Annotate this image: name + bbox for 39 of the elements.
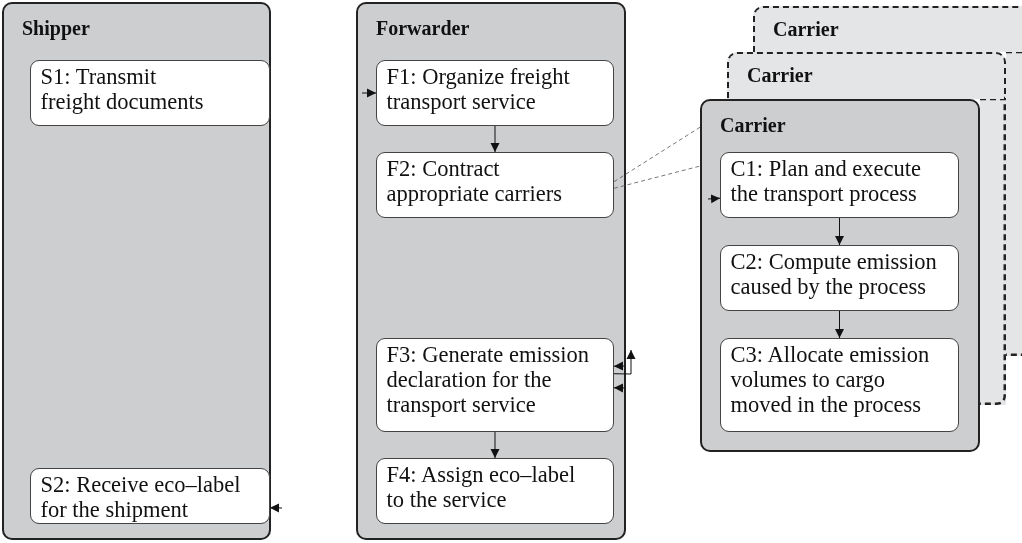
process-box	[29, 467, 270, 524]
swimlane	[700, 99, 980, 452]
step-text: S1: Transmit freight documents	[40, 63, 205, 114]
lane-title: Carrier	[720, 114, 786, 137]
arrow	[613, 349, 636, 375]
step-text: C2: Compute emission caused by the process	[730, 248, 938, 299]
dashed-connector	[613, 165, 701, 189]
step-text: C3: Allocate emission volumes to cargo moved in the process	[730, 341, 931, 418]
arrow	[707, 194, 721, 204]
arrow	[490, 431, 500, 459]
step-text: F1: Organize freight transport service	[386, 63, 571, 114]
process-box	[29, 59, 270, 126]
process-box	[719, 337, 959, 432]
arrow	[613, 383, 626, 393]
process-box	[375, 151, 614, 218]
step-text: S2: Receive eco‒label for the shipment	[40, 471, 242, 522]
process-box	[375, 457, 614, 524]
arrow	[613, 361, 626, 371]
arrow	[269, 503, 283, 513]
lane-title: Carrier	[773, 18, 839, 41]
arrow	[361, 88, 377, 98]
dashed-swimlane	[753, 6, 1022, 52]
step-text: F3: Generate emission declaration for the transport service	[386, 341, 590, 418]
process-box	[719, 151, 959, 218]
swimlane	[356, 2, 626, 540]
dashed-connector	[613, 126, 701, 183]
arrow	[835, 310, 844, 339]
process-box	[375, 59, 614, 126]
step-text: F2: Contract appropriate carriers	[386, 155, 564, 206]
swimlane	[2, 2, 271, 540]
lane-title: Carrier	[747, 64, 813, 87]
arrow	[835, 217, 844, 246]
step-text: F4: Assign eco‒label to the service	[386, 461, 577, 512]
process-box	[719, 244, 959, 311]
lane-title: Shipper	[22, 17, 90, 40]
step-text: C1: Plan and execute the transport process	[730, 155, 923, 206]
lane-title: Forwarder	[376, 17, 470, 40]
arrow	[490, 125, 500, 153]
process-box	[375, 337, 614, 432]
